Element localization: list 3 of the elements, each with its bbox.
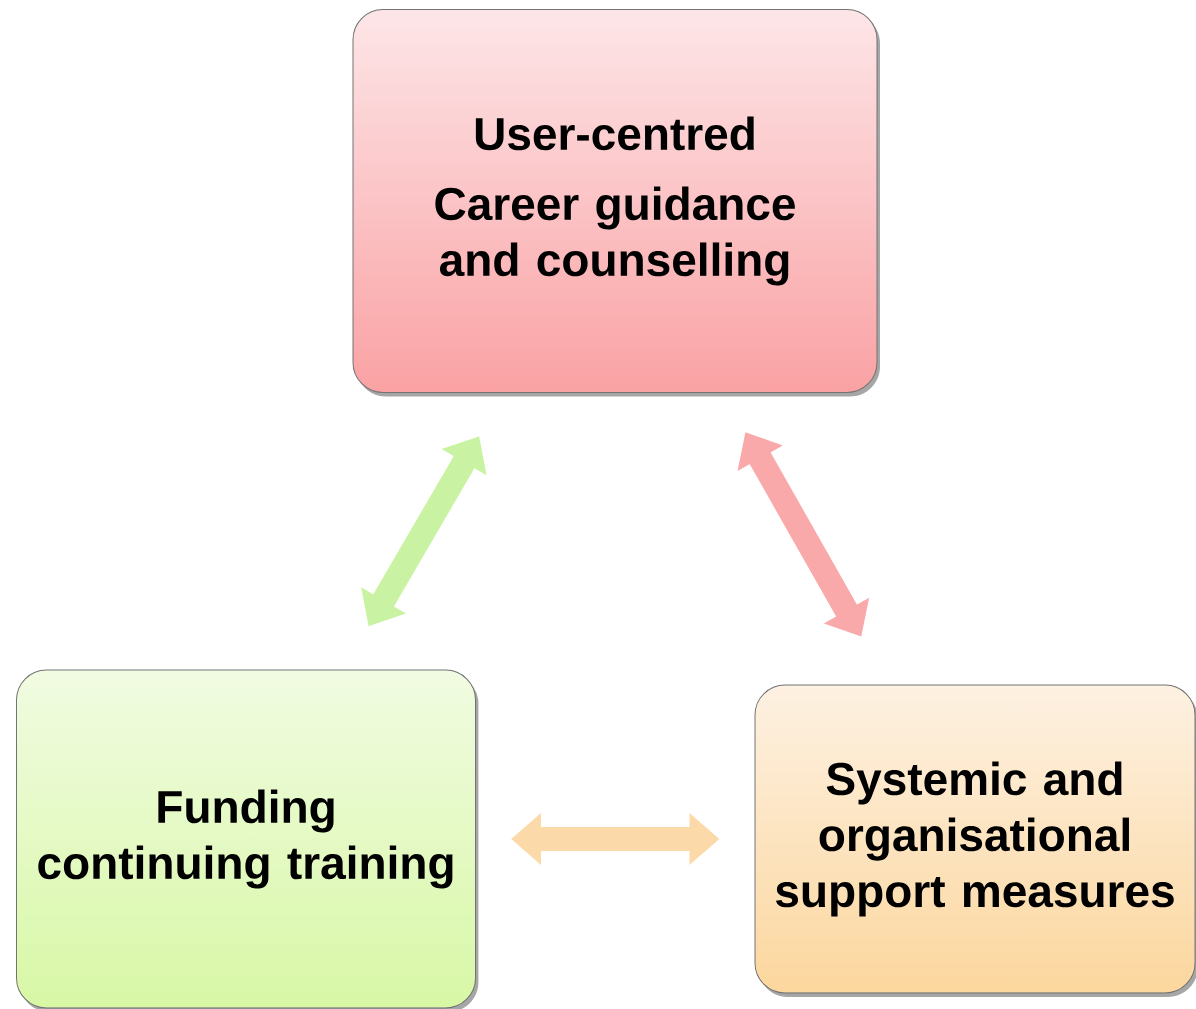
rounded-box: User-centred Career guidance and counselling: [352, 9, 878, 393]
rounded-box: Systemic and organisational support measures: [754, 684, 1196, 994]
rounded-box: Funding continuing training: [16, 669, 476, 1009]
